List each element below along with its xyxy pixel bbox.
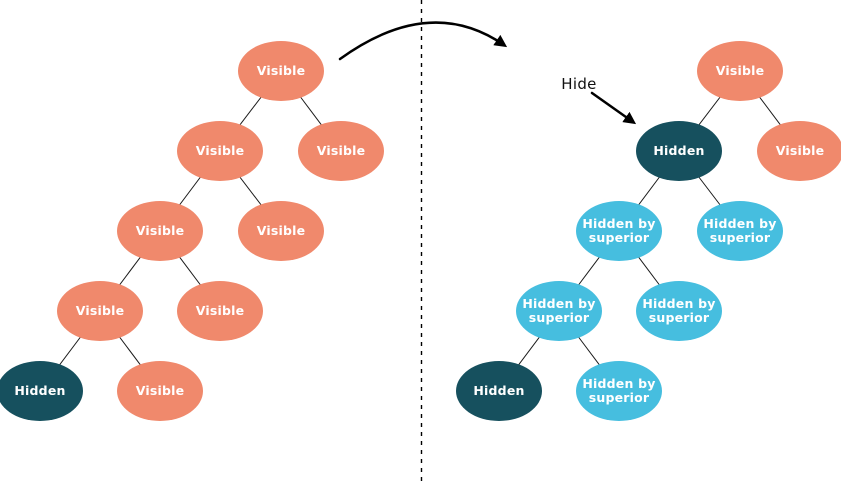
hide-label: Hide bbox=[561, 75, 597, 93]
tree-node-hidden-by-superior: Hidden by superior bbox=[636, 281, 722, 341]
tree-node-visible: Visible bbox=[117, 361, 203, 421]
tree-node-hidden-by-superior: Hidden by superior bbox=[576, 361, 662, 421]
transform-arrow bbox=[338, 21, 508, 61]
tree-node-visible: Visible bbox=[697, 41, 783, 101]
tree-node-hidden: Hidden bbox=[456, 361, 542, 421]
tree-node-visible: Visible bbox=[238, 201, 324, 261]
tree-node-visible: Visible bbox=[757, 121, 841, 181]
tree-node-visible: Visible bbox=[238, 41, 324, 101]
tree-node-visible: Visible bbox=[57, 281, 143, 341]
tree-node-hidden: Hidden bbox=[636, 121, 722, 181]
tree-node-hidden-by-superior: Hidden by superior bbox=[697, 201, 783, 261]
tree-node-visible: Visible bbox=[298, 121, 384, 181]
hide-arrow bbox=[590, 91, 637, 125]
tree-node-visible: Visible bbox=[177, 121, 263, 181]
tree-node-hidden: Hidden bbox=[0, 361, 83, 421]
tree-node-hidden-by-superior: Hidden by superior bbox=[576, 201, 662, 261]
tree-node-hidden-by-superior: Hidden by superior bbox=[516, 281, 602, 341]
tree-node-visible: Visible bbox=[177, 281, 263, 341]
tree-node-visible: Visible bbox=[117, 201, 203, 261]
